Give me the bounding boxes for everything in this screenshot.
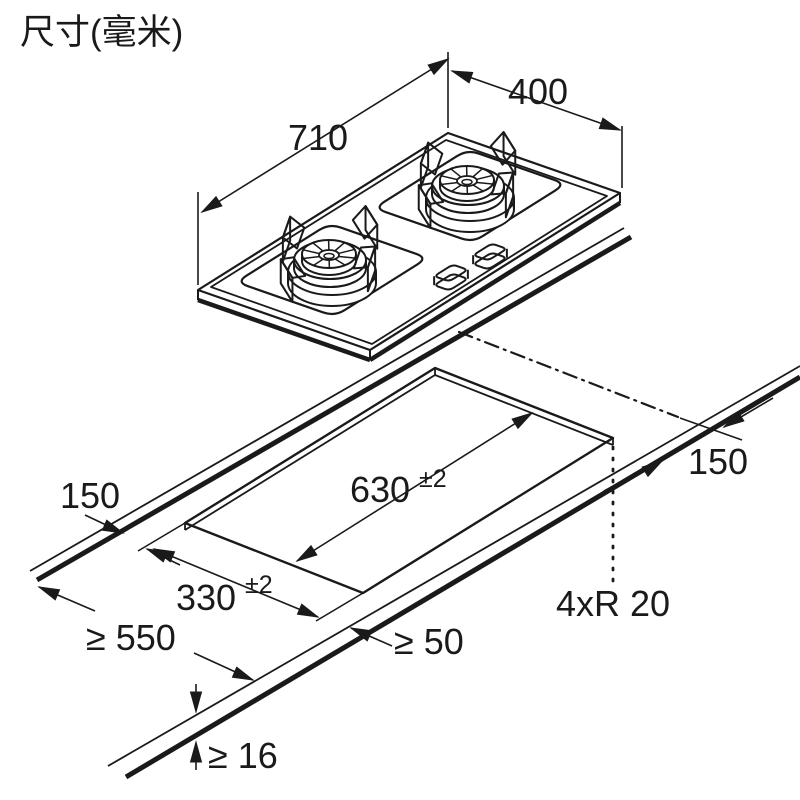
line xyxy=(303,249,320,255)
arrowhead xyxy=(296,603,320,618)
arrowhead xyxy=(641,459,664,478)
pan-support-prong xyxy=(419,141,444,176)
hob-front-left-edge xyxy=(197,297,371,363)
line xyxy=(338,255,355,259)
pan-support-prong xyxy=(417,182,445,205)
clearance-left-label: 150 xyxy=(60,475,120,516)
extension-line xyxy=(315,592,364,622)
line xyxy=(476,174,493,181)
pan-support-prong xyxy=(279,256,307,279)
arrowhead xyxy=(200,195,223,214)
arrowhead xyxy=(349,627,373,642)
page-title: 尺寸(毫米) xyxy=(20,13,183,52)
line xyxy=(441,181,458,186)
line xyxy=(312,242,324,252)
arrowhead xyxy=(722,410,745,429)
min-depth-label: ≥ 550 xyxy=(86,617,176,658)
control-knob xyxy=(435,264,467,282)
arrowhead xyxy=(511,411,534,430)
burner-tray xyxy=(378,150,562,242)
line xyxy=(334,258,346,266)
line xyxy=(450,168,462,178)
burner-tray xyxy=(240,224,424,316)
extension-line xyxy=(137,522,186,552)
arrowhead xyxy=(101,519,125,534)
arrowhead xyxy=(189,691,203,714)
line xyxy=(472,168,483,178)
line xyxy=(476,181,493,185)
dim-710-line xyxy=(201,58,449,213)
line xyxy=(451,184,462,192)
pan-support-prong xyxy=(352,245,377,270)
arrowhead xyxy=(450,70,474,84)
gas-hob-isometric xyxy=(196,131,622,363)
burner-cap-center xyxy=(461,178,473,186)
arrowhead xyxy=(145,548,169,563)
hob-inner-border xyxy=(210,139,608,345)
min-edge-distance-label: ≥ 50 xyxy=(394,621,464,662)
line xyxy=(313,258,324,266)
pan-support-prong xyxy=(351,205,379,240)
arrowhead xyxy=(189,740,203,763)
dim-630-line xyxy=(296,412,533,562)
cutout-width-label: 330 xyxy=(176,577,236,618)
arrowhead xyxy=(598,117,622,131)
cutout-length-tolerance: ±2 xyxy=(419,465,447,493)
dimension-labels: 尺寸(毫米) 710 400 630 ±2 330 ±2 150 150 ≥ 5… xyxy=(20,13,748,776)
clearance-right-label: 150 xyxy=(688,441,748,482)
control-knob-base xyxy=(474,252,506,270)
worktop-front-edge-top xyxy=(107,365,800,767)
projection-dashed-line xyxy=(457,330,680,419)
pan-support-prong xyxy=(281,215,306,250)
burner-cap-center xyxy=(323,252,335,260)
cutout-length-label: 630 xyxy=(350,469,410,510)
cutout-width-tolerance: ±2 xyxy=(245,571,273,599)
worktop-rear-edge-top xyxy=(29,227,625,572)
dim-400-line xyxy=(451,70,621,131)
line xyxy=(303,255,320,260)
arrowhead xyxy=(295,544,318,563)
line xyxy=(472,184,484,192)
control-knob-base xyxy=(435,273,467,291)
min-thickness-label: ≥ 16 xyxy=(208,735,278,776)
hob-front-right-edge xyxy=(368,201,622,362)
worktop-front-edge-bottom xyxy=(124,374,800,780)
line xyxy=(338,248,355,255)
hob-depth-label: 400 xyxy=(508,71,568,112)
control-knob xyxy=(474,243,506,261)
worktop-rear-edge xyxy=(35,234,633,583)
pan-support-prong xyxy=(489,131,517,166)
arrowhead xyxy=(231,666,255,681)
extension-line xyxy=(679,417,743,441)
dimension-lines xyxy=(37,52,774,770)
hob-width-label: 710 xyxy=(288,117,348,158)
arrowhead xyxy=(427,57,450,76)
line xyxy=(334,242,345,252)
line xyxy=(441,175,458,181)
arrowhead xyxy=(37,586,61,601)
corner-radius-label: 4xR 20 xyxy=(556,583,670,624)
worktop-cutout-diagram xyxy=(29,227,800,780)
dim-330-line xyxy=(153,548,319,618)
pan-support-prong xyxy=(490,171,515,196)
